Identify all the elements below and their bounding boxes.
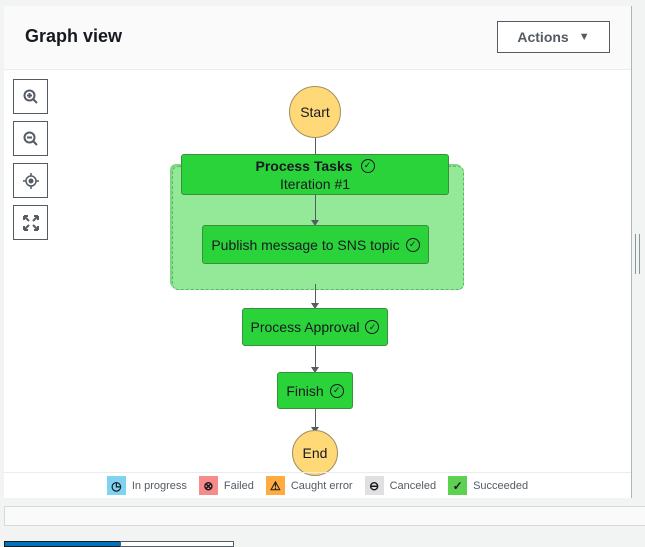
state-finish[interactable]: Finish ✓ <box>277 372 353 409</box>
legend-caught-error: ⚠ Caught error <box>265 476 353 495</box>
edge <box>315 284 316 304</box>
legend-failed: ⊗ Failed <box>198 476 254 495</box>
resize-handle[interactable] <box>635 234 640 274</box>
minus-circle-icon: ⊖ <box>364 476 384 495</box>
panel-header: Graph view Actions ▼ <box>4 6 631 70</box>
actions-button[interactable]: Actions ▼ <box>497 21 610 53</box>
center-icon <box>22 172 39 189</box>
state-label: Process Tasks <box>255 157 353 174</box>
arrow-head <box>311 303 319 309</box>
center-button[interactable] <box>13 163 48 198</box>
check-circle-icon: ✓ <box>360 158 375 173</box>
state-publish-sns[interactable]: Publish message to SNS topic ✓ <box>202 225 429 264</box>
zoom-in-icon <box>23 89 38 104</box>
edge <box>315 138 316 155</box>
legend-label: Succeeded <box>473 479 529 492</box>
legend-succeeded: ✓ Succeeded <box>448 476 528 495</box>
clock-icon: ◷ <box>106 476 126 495</box>
check-circle-icon: ✓ <box>365 320 380 334</box>
arrow-head <box>311 367 319 373</box>
tab-active[interactable] <box>4 541 121 547</box>
warning-icon: ⚠ <box>265 476 285 495</box>
iteration-label: Iteration #1 <box>279 175 351 192</box>
zoom-in-button[interactable] <box>13 79 48 114</box>
check-circle-icon: ✓ <box>329 383 344 398</box>
arrow-head <box>311 220 319 226</box>
fit-screen-button[interactable] <box>13 205 48 240</box>
x-circle-icon: ⊗ <box>198 476 218 495</box>
caret-down-icon: ▼ <box>578 31 590 43</box>
start-label: Start <box>300 104 330 120</box>
edge <box>315 195 316 220</box>
end-node[interactable]: End <box>292 430 338 476</box>
legend-label: Canceled <box>389 479 437 492</box>
edge <box>315 409 316 429</box>
end-label: End <box>302 445 328 461</box>
legend-canceled: ⊖ Canceled <box>364 476 437 495</box>
zoom-out-icon <box>23 131 38 146</box>
tab-inactive[interactable] <box>120 541 234 547</box>
graph-view-panel: Graph view Actions ▼ Start Process Tasks ✓… <box>4 6 632 498</box>
actions-label: Actions <box>517 29 569 45</box>
check-circle-icon: ✓ <box>448 476 468 495</box>
legend-label: Caught error <box>290 479 353 492</box>
zoom-out-button[interactable] <box>13 121 48 156</box>
legend-label: Failed <box>223 479 254 492</box>
state-label: Publish message to SNS topic <box>211 236 400 253</box>
state-label: Process Approval <box>250 319 360 335</box>
state-label: Finish <box>286 382 324 399</box>
details-bar <box>4 506 645 526</box>
start-node[interactable]: Start <box>289 86 341 138</box>
check-circle-icon: ✓ <box>405 237 420 252</box>
state-process-approval[interactable]: Process Approval ✓ <box>242 308 388 346</box>
page-title: Graph view <box>25 26 123 46</box>
legend-label: In progress <box>131 479 187 492</box>
legend-in-progress: ◷ In progress <box>106 476 187 495</box>
legend: ◷ In progress ⊗ Failed ⚠ Caught error ⊖ Canc… <box>4 472 631 498</box>
edge <box>315 346 316 367</box>
fit-screen-icon <box>22 214 39 231</box>
map-state-process-tasks[interactable]: Process Tasks ✓ Iteration #1 <box>181 154 449 195</box>
